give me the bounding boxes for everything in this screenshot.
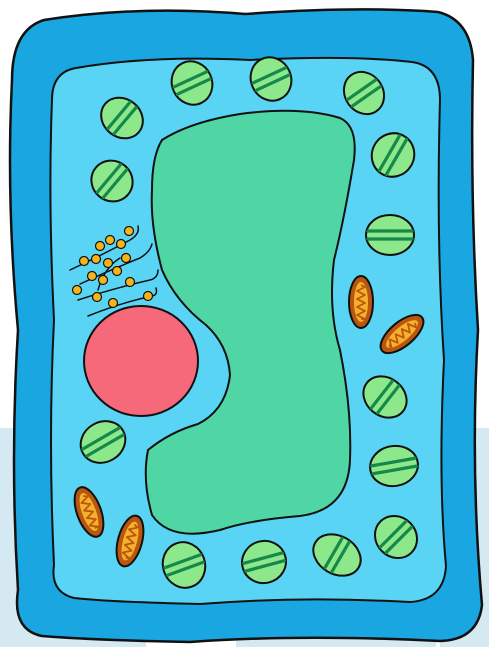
ribosome [109,299,118,308]
ribosome [104,259,113,268]
nucleus [84,306,198,416]
ribosome [126,278,135,287]
ribosome [117,240,126,249]
ribosome [96,242,105,251]
ribosome [88,272,97,281]
chloroplast [366,215,414,255]
ribosome [106,236,115,245]
ribosome [80,257,89,266]
ribosome [113,267,122,276]
ribosome [122,254,131,263]
ribosome [125,227,134,236]
ribosome [144,292,153,301]
ribosome [93,293,102,302]
ribosome [73,286,82,295]
ribosome [92,255,101,264]
mitochondrion [349,276,373,328]
ribosome [99,276,108,285]
